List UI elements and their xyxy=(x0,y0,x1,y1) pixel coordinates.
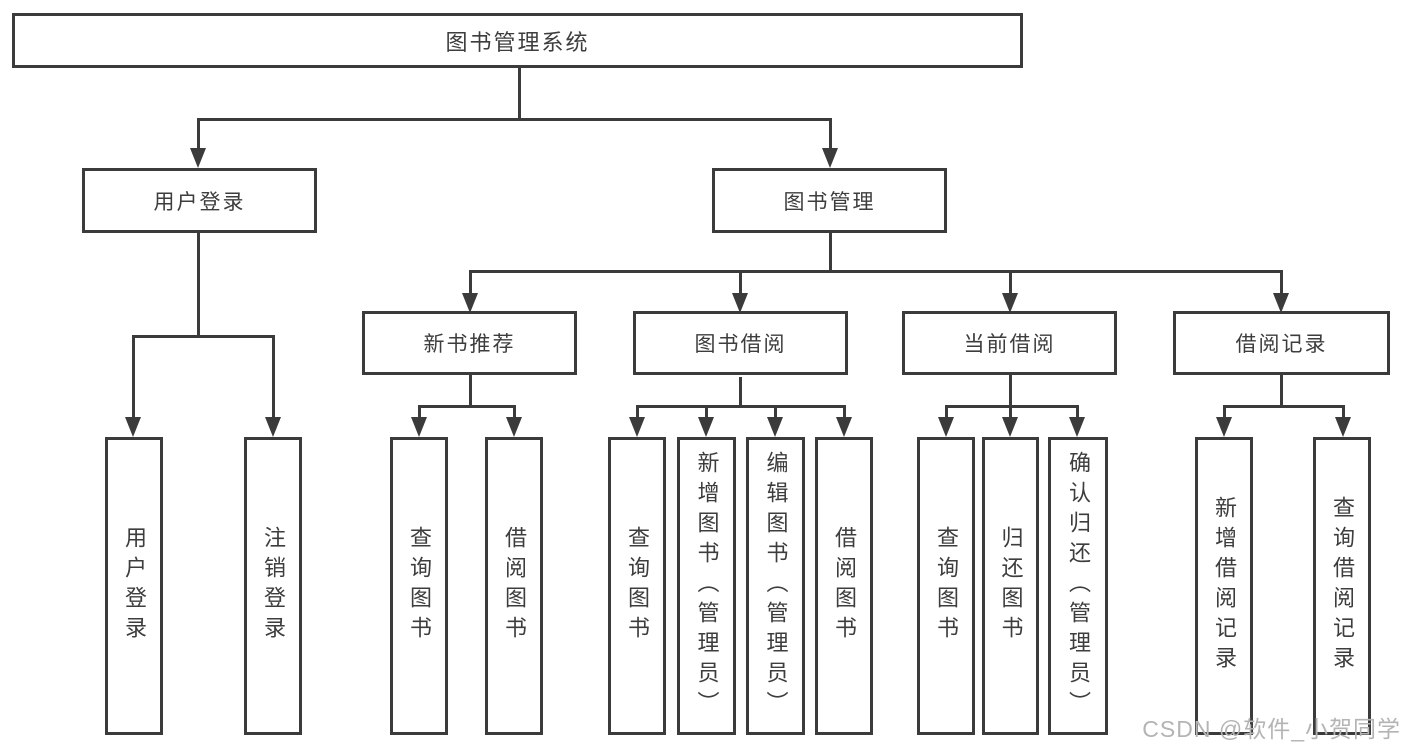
arrow-down-icon xyxy=(938,417,954,437)
arrow-down-icon xyxy=(462,293,478,313)
connector-line xyxy=(470,270,1282,273)
arrow-down-icon xyxy=(265,417,281,437)
leaf-query-book-3: 查询图书 xyxy=(917,437,975,735)
connector-line xyxy=(419,405,516,408)
connector-line xyxy=(843,405,846,419)
leaf-add-borrow-record: 新增借阅记录 xyxy=(1195,437,1253,735)
connector-line xyxy=(1280,270,1283,295)
arrow-down-icon xyxy=(1273,293,1289,313)
connector-line xyxy=(1009,375,1012,408)
arrow-down-icon xyxy=(822,148,838,168)
connector-line xyxy=(739,270,742,295)
arrow-down-icon xyxy=(190,148,206,168)
root-node-library-system: 图书管理系统 xyxy=(12,13,1023,68)
arrow-down-icon xyxy=(1069,417,1085,437)
arrow-down-icon xyxy=(836,417,852,437)
leaf-borrow-book-2: 借阅图书 xyxy=(815,437,873,735)
arrow-down-icon xyxy=(1335,417,1351,437)
connector-line xyxy=(197,118,200,150)
connector-line xyxy=(637,405,845,408)
leaf-query-borrow-record: 查询借阅记录 xyxy=(1313,437,1371,735)
node-book-borrow: 图书借阅 xyxy=(633,311,848,375)
arrow-down-icon xyxy=(1002,293,1018,313)
connector-line xyxy=(518,68,521,120)
connector-line xyxy=(1342,405,1345,419)
node-new-book-recommend: 新书推荐 xyxy=(362,311,577,375)
node-book-management: 图书管理 xyxy=(712,168,947,233)
connector-line xyxy=(1224,405,1343,408)
leaf-query-book-2: 查询图书 xyxy=(608,437,666,735)
connector-line xyxy=(1009,405,1012,419)
arrow-down-icon xyxy=(125,417,141,437)
connector-line xyxy=(705,405,708,419)
connector-line xyxy=(197,233,200,338)
node-user-login: 用户登录 xyxy=(82,168,317,233)
connector-line xyxy=(132,335,135,419)
connector-line xyxy=(636,405,639,419)
connector-line xyxy=(829,233,832,272)
connector-line xyxy=(418,405,421,419)
connector-line xyxy=(829,118,832,150)
arrow-down-icon xyxy=(767,417,783,437)
arrow-down-icon xyxy=(1002,417,1018,437)
connector-line xyxy=(946,405,1078,408)
connector-line xyxy=(1223,405,1226,419)
connector-line xyxy=(774,405,777,419)
connector-line xyxy=(1076,405,1079,419)
leaf-edit-book-admin: 编辑图书（管理员） xyxy=(746,437,805,735)
connector-line xyxy=(469,375,472,408)
connector-line xyxy=(469,270,472,295)
leaf-confirm-return-admin: 确认归还（管理员） xyxy=(1048,437,1108,735)
connector-line xyxy=(198,118,832,121)
connector-line xyxy=(272,335,275,419)
leaf-borrow-book-1: 借阅图书 xyxy=(485,437,543,735)
leaf-return-book: 归还图书 xyxy=(982,437,1039,735)
arrow-down-icon xyxy=(506,417,522,437)
connector-line xyxy=(513,405,516,419)
arrow-down-icon xyxy=(1216,417,1232,437)
arrow-down-icon xyxy=(629,417,645,437)
leaf-query-book-1: 查询图书 xyxy=(390,437,448,735)
leaf-user-login: 用户登录 xyxy=(105,437,163,735)
connector-line xyxy=(1009,270,1012,295)
arrow-down-icon xyxy=(732,293,748,313)
leaf-logout: 注销登录 xyxy=(244,437,302,735)
connector-line xyxy=(1280,375,1283,408)
arrow-down-icon xyxy=(411,417,427,437)
connector-line xyxy=(945,405,948,419)
leaf-add-book-admin: 新增图书（管理员） xyxy=(677,437,736,735)
node-current-borrow: 当前借阅 xyxy=(902,311,1117,375)
connector-line xyxy=(133,335,275,338)
node-borrow-records: 借阅记录 xyxy=(1173,311,1390,375)
watermark-text: CSDN @软件_小贺同学 xyxy=(1142,716,1401,742)
connector-line xyxy=(739,377,742,408)
arrow-down-icon xyxy=(698,417,714,437)
